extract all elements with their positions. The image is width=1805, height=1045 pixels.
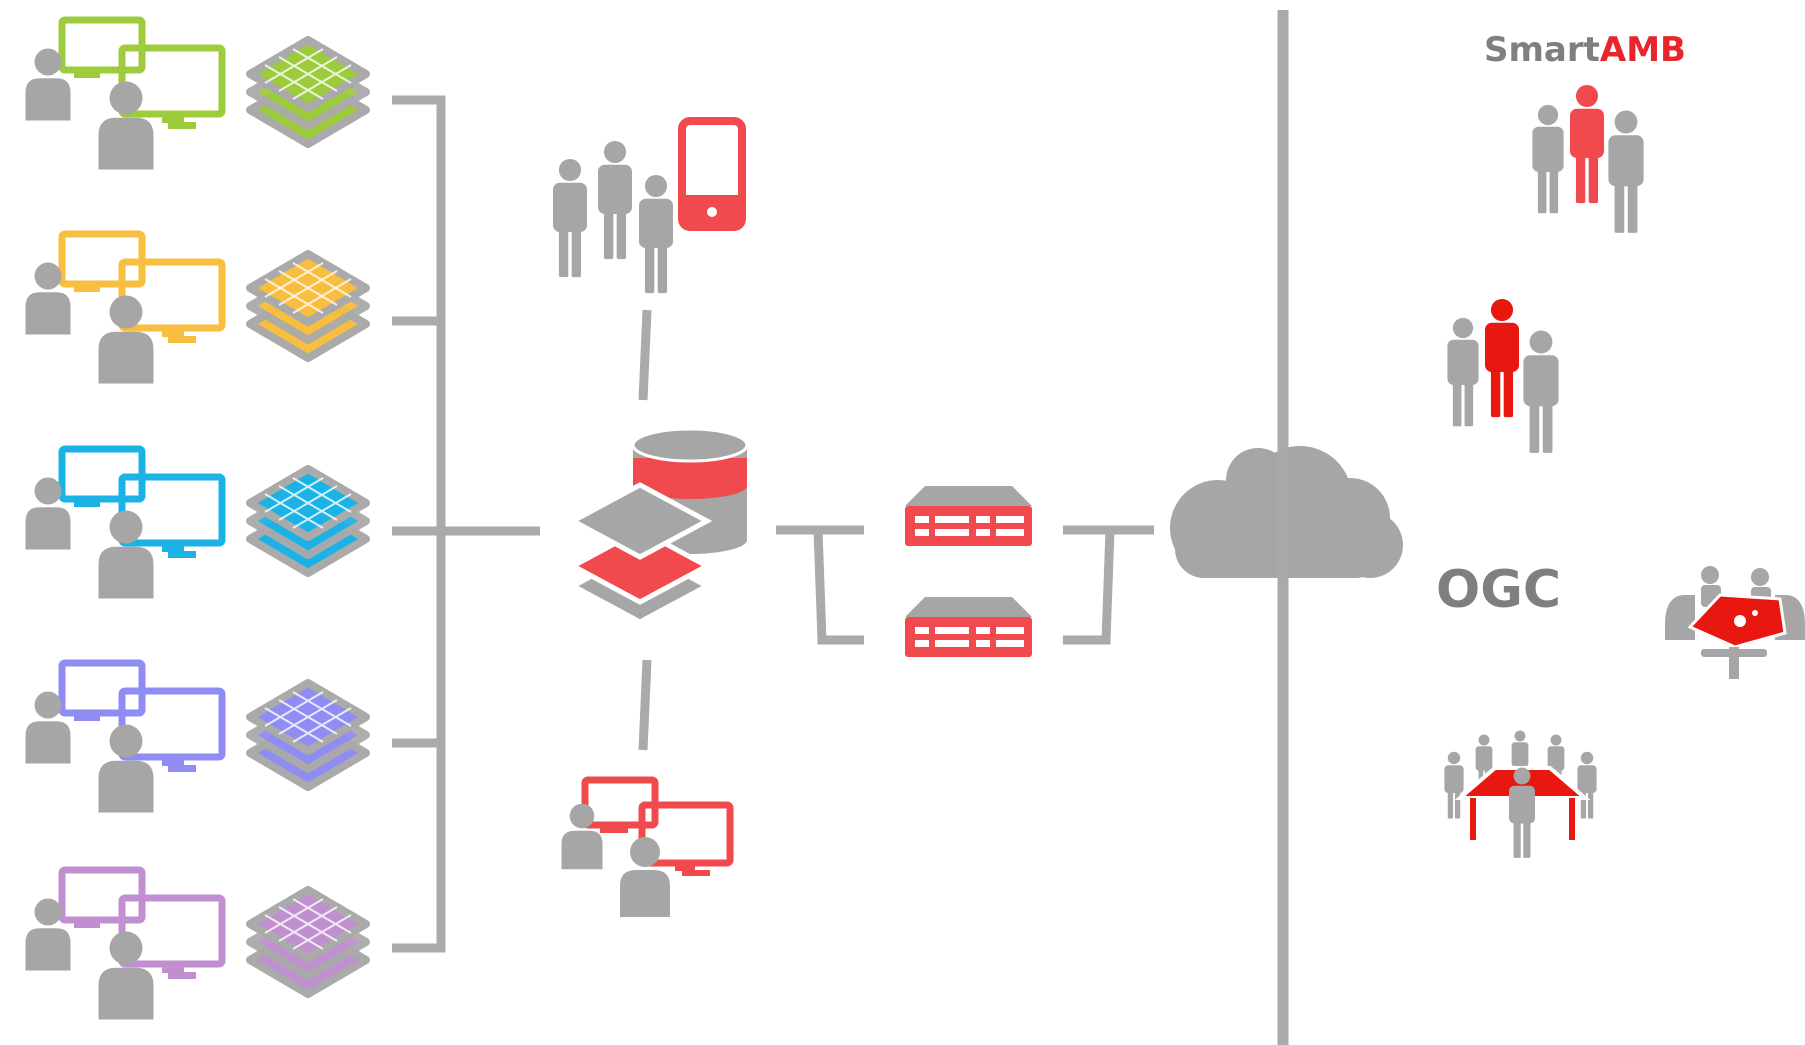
- client-row: [25, 866, 370, 1020]
- desktop-users-icon: [25, 659, 226, 813]
- client-bus-lines: [392, 10, 1289, 1045]
- map-layers-icon: [246, 679, 370, 791]
- client-row: [25, 230, 370, 384]
- brand-logo: SmartAMB: [1484, 30, 1686, 70]
- desktop-users-icon: [25, 866, 226, 1020]
- stakeholder-group-icon: [1447, 298, 1559, 453]
- meeting-table-icon: [1665, 566, 1805, 679]
- server-icon: [905, 486, 1032, 546]
- client-row: [25, 445, 370, 599]
- desktop-users-icon: [25, 16, 226, 170]
- conference-group-icon: [1444, 730, 1597, 858]
- spatial-database-icon: [567, 427, 749, 625]
- desktop-users-icon: [25, 230, 226, 384]
- map-layers-icon: [246, 886, 370, 998]
- client-rows: [25, 16, 370, 1020]
- brand-prefix: Smart: [1484, 30, 1600, 70]
- client-row: [25, 16, 370, 170]
- map-layers-icon: [246, 36, 370, 148]
- cloud-icon: [1170, 446, 1403, 578]
- mobile-users-icon: [553, 117, 746, 294]
- ogc-label: OGC: [1436, 560, 1562, 620]
- desktop-users-icon: [561, 776, 734, 917]
- client-row: [25, 659, 370, 813]
- desktop-users-icon: [25, 445, 226, 599]
- brand-suffix: AMB: [1599, 30, 1686, 70]
- map-layers-icon: [246, 465, 370, 577]
- map-layers-icon: [246, 250, 370, 362]
- server-icon: [905, 597, 1032, 657]
- stakeholder-group-icon: [1532, 84, 1644, 233]
